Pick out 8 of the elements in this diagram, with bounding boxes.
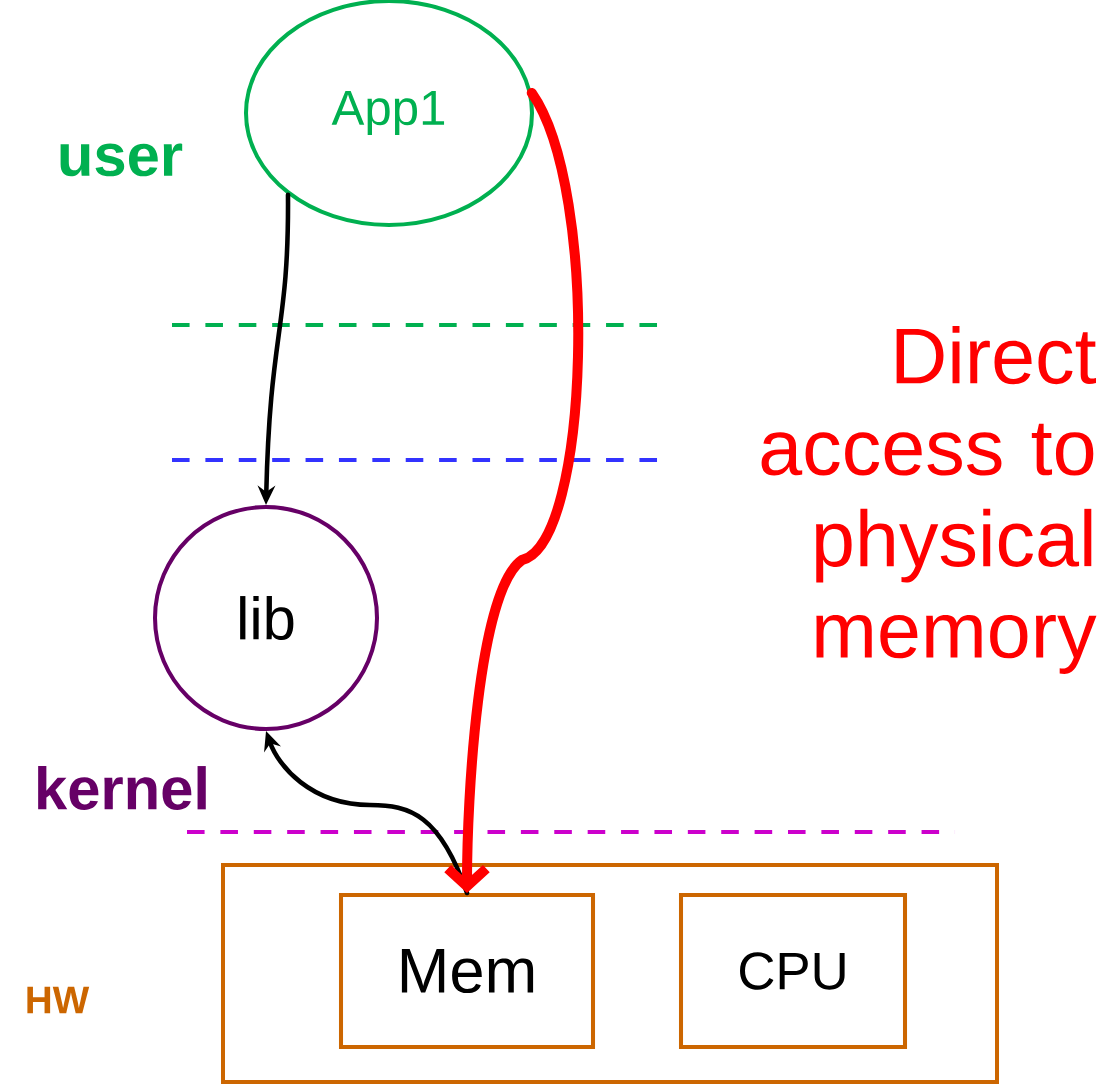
mem-box: Mem [339,893,595,1049]
hardware-box [221,863,999,1084]
cpu-box: CPU [679,893,908,1049]
layer-label: kernel [38,766,206,810]
layer-label: user [60,143,183,177]
arrow [444,87,583,893]
annotation-text: Direct access to physical memory [761,326,1097,674]
layer-label: HW [27,986,90,1014]
